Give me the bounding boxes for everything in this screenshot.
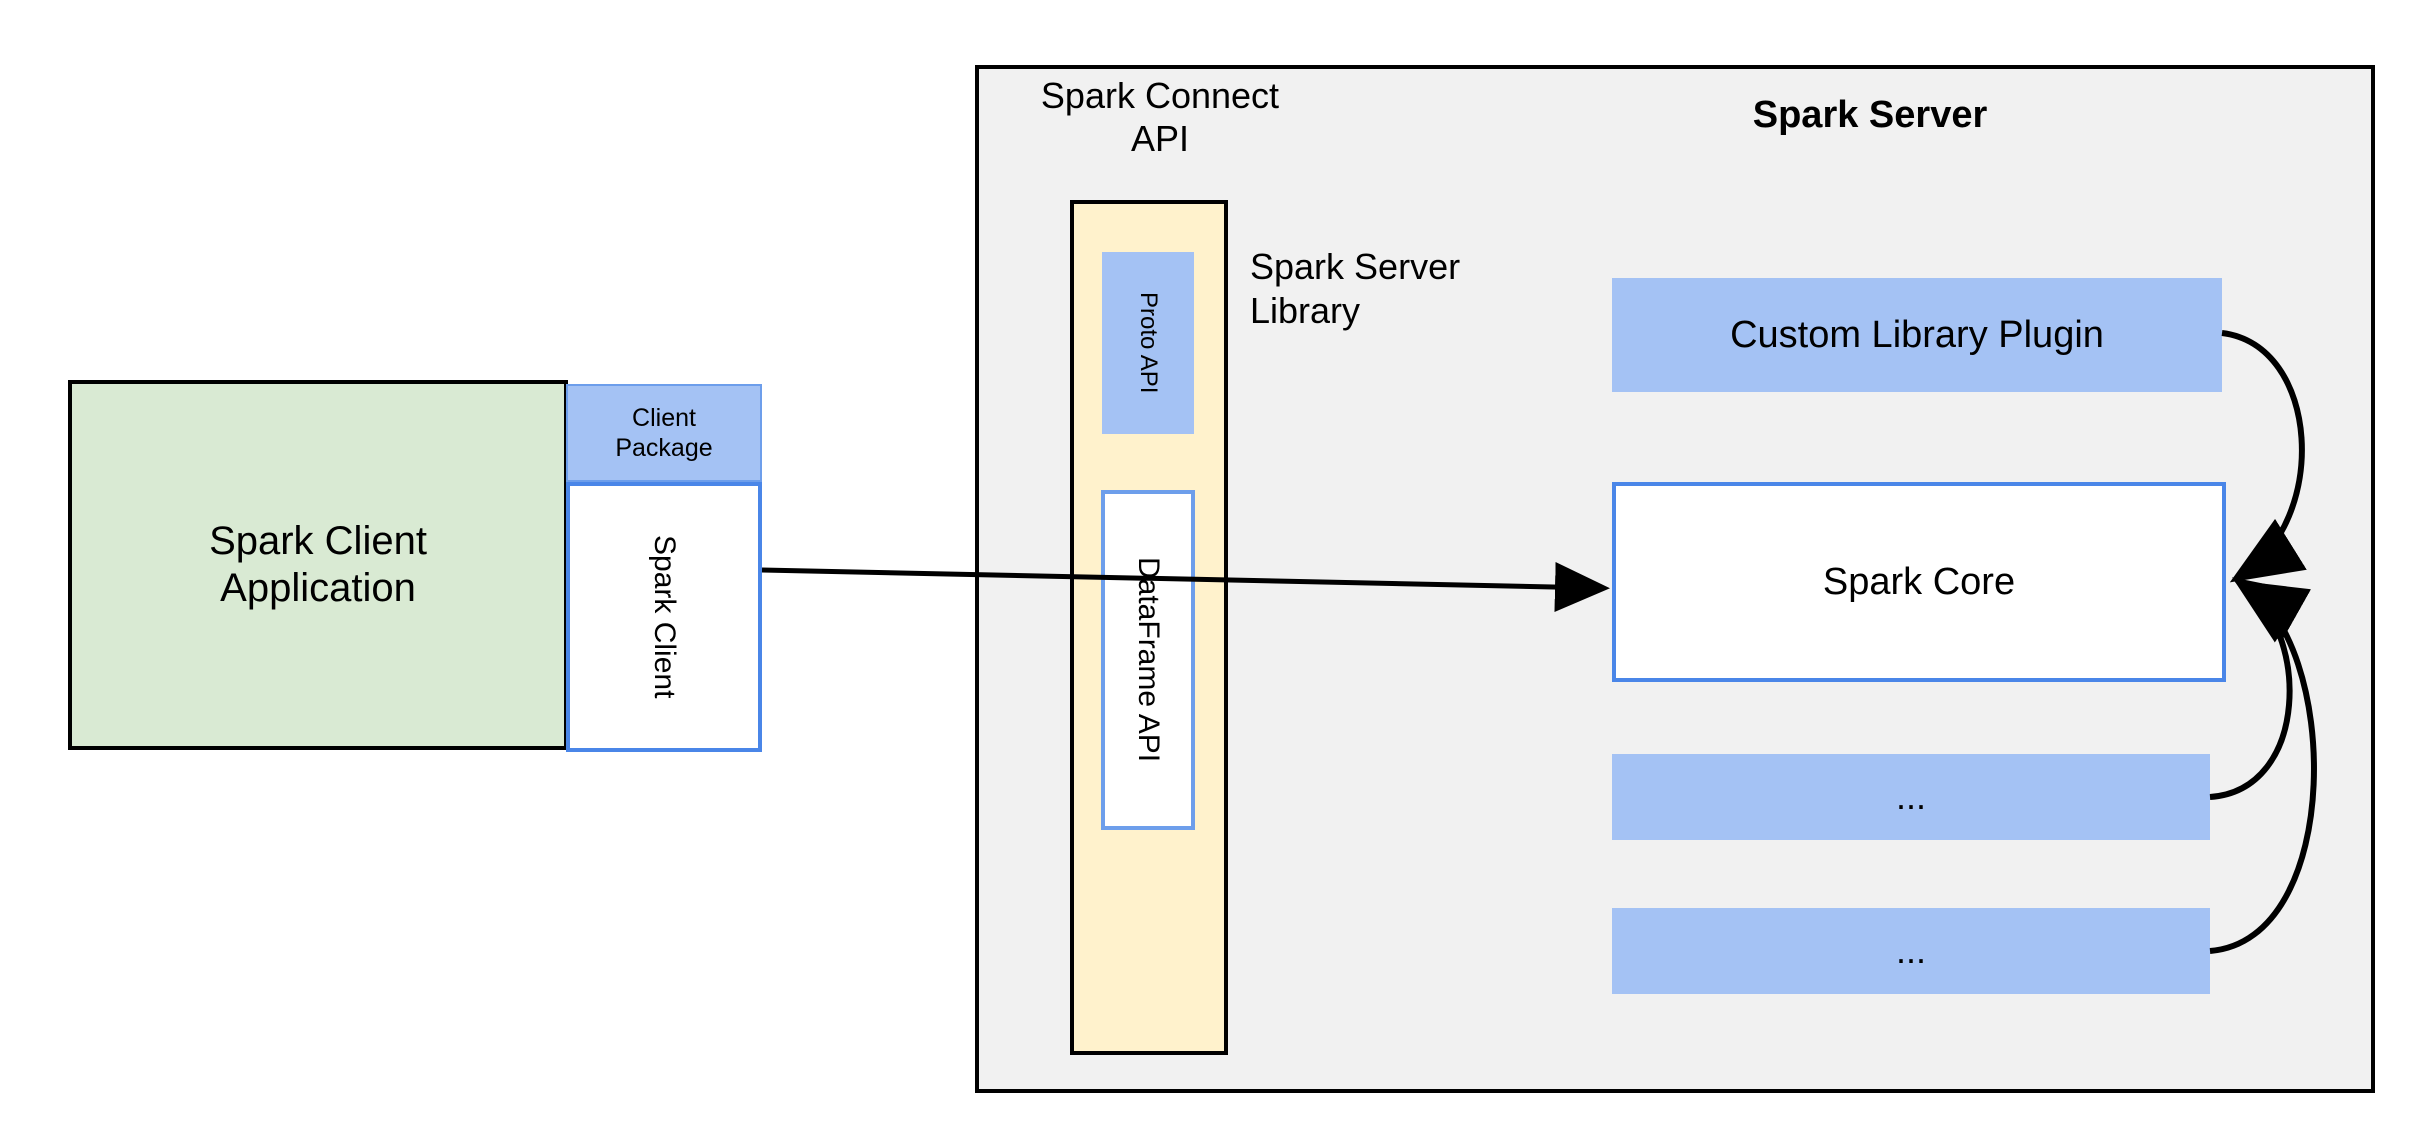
client-app-line-2: Application (220, 566, 416, 610)
dataframe-api-label: DataFrame API (1132, 557, 1165, 763)
spark-server-library-label: Spark Server Library (1250, 245, 1580, 355)
spark-server-title: Spark Server (1752, 93, 1988, 136)
server-library-line-1: Spark Server (1250, 246, 1461, 287)
proto-api-label: Proto API (1135, 292, 1162, 394)
connect-api-line-1: Spark Connect (1040, 75, 1280, 116)
connect-api-line-2: API (1130, 118, 1190, 160)
spark-client-application-box: Spark Client Application (68, 380, 568, 750)
ellipsis-box-2: ... (1612, 908, 2210, 994)
spark-core-box: Spark Core (1612, 482, 2226, 682)
spark-connect-api-label: Spark Connect API (1000, 68, 1320, 168)
client-package-box: Client Package (566, 384, 762, 482)
custom-library-plugin-box: Custom Library Plugin (1612, 278, 2222, 392)
client-package-line-2: Package (615, 434, 713, 462)
server-library-line-2: Library (1250, 289, 1361, 331)
spark-client-label: Spark Client (648, 535, 681, 699)
proto-api-box: Proto API (1102, 252, 1194, 434)
dataframe-api-box: DataFrame API (1101, 490, 1195, 830)
client-package-line-1: Client (632, 404, 696, 432)
spark-client-box: Spark Client (566, 482, 762, 752)
client-app-line-1: Spark Client (209, 518, 427, 563)
ellipsis-box-1: ... (1612, 754, 2210, 840)
